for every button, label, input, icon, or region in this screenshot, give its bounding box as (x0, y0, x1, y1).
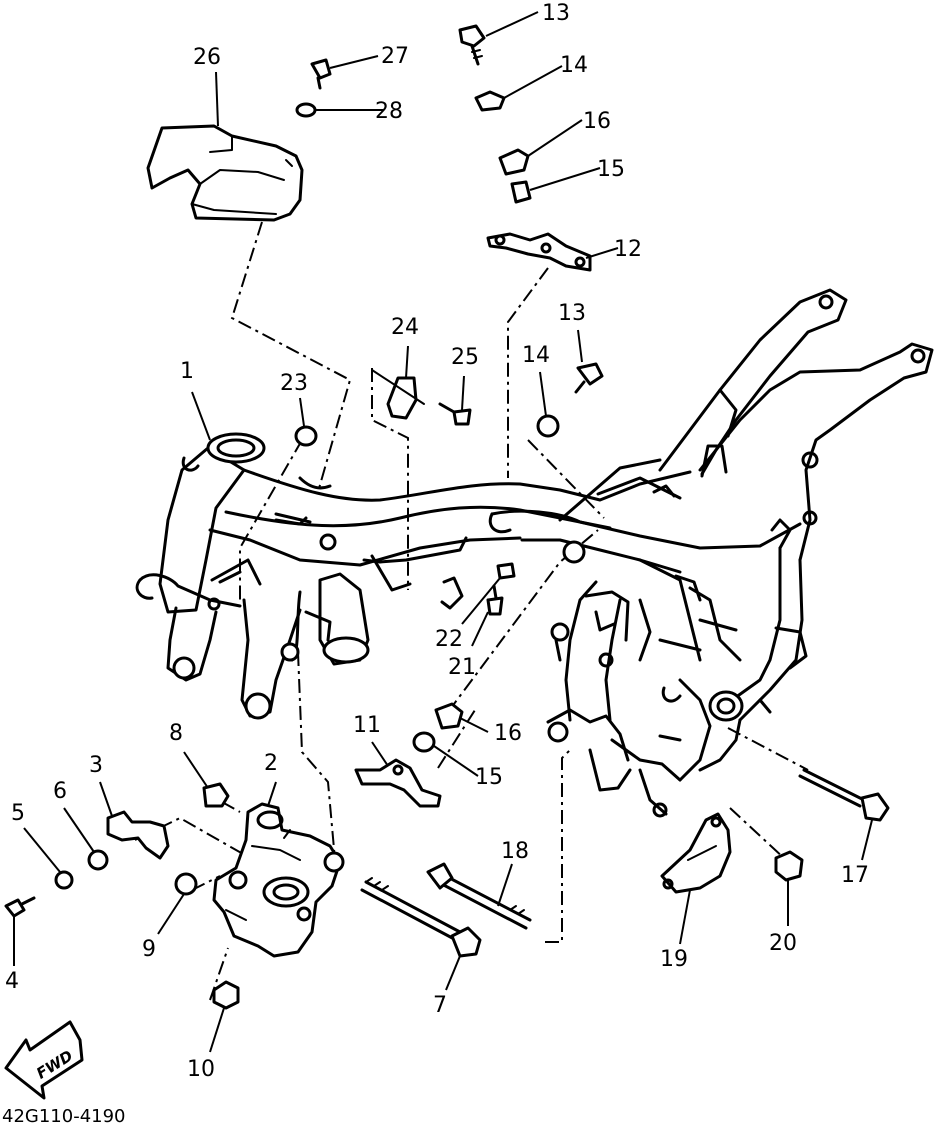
callout-4: 4 (5, 969, 19, 994)
callout-28: 28 (375, 99, 403, 124)
callout-24: 24 (391, 315, 419, 340)
callout-7: 7 (433, 993, 447, 1018)
callout-20: 20 (769, 931, 797, 956)
main-frame (135, 288, 934, 818)
top-fasteners (294, 24, 604, 808)
callout-15-top: 15 (597, 157, 625, 182)
diagram-code: 42G110-4190 (2, 1106, 126, 1127)
callout-17: 17 (841, 863, 869, 888)
callout-25: 25 (451, 345, 479, 370)
callout-19: 19 (660, 947, 688, 972)
callout-1: 1 (180, 359, 194, 384)
callout-21: 21 (448, 655, 476, 680)
callout-15-low: 15 (475, 765, 503, 790)
callout-13-top: 13 (542, 1, 570, 26)
callout-5: 5 (11, 801, 25, 826)
callout-8: 8 (169, 721, 183, 746)
assembly-lines (134, 221, 809, 1001)
callout-27: 27 (381, 44, 409, 69)
callout-labels: 1 2 3 4 5 6 7 8 9 10 11 12 13 13 14 14 1… (5, 1, 869, 1082)
callout-12: 12 (614, 237, 642, 262)
engine-mount-assembly (4, 768, 890, 1010)
callout-10: 10 (187, 1057, 215, 1082)
callout-22: 22 (435, 627, 463, 652)
callout-14-top: 14 (560, 53, 588, 78)
leader-lines (13, 11, 873, 1053)
callout-23: 23 (280, 371, 308, 396)
callout-6: 6 (53, 779, 67, 804)
callout-14-mid: 14 (522, 343, 550, 368)
callout-16-top: 16 (583, 109, 611, 134)
callout-16-low: 16 (494, 721, 522, 746)
callout-18: 18 (501, 839, 529, 864)
callout-3: 3 (89, 753, 103, 778)
callout-11: 11 (353, 713, 381, 738)
fwd-arrow: FWD (4, 1020, 84, 1100)
callout-26: 26 (193, 45, 221, 70)
callout-9: 9 (142, 937, 156, 962)
callout-13-mid: 13 (558, 301, 586, 326)
part-26-cover (146, 124, 304, 222)
callout-2: 2 (264, 751, 278, 776)
